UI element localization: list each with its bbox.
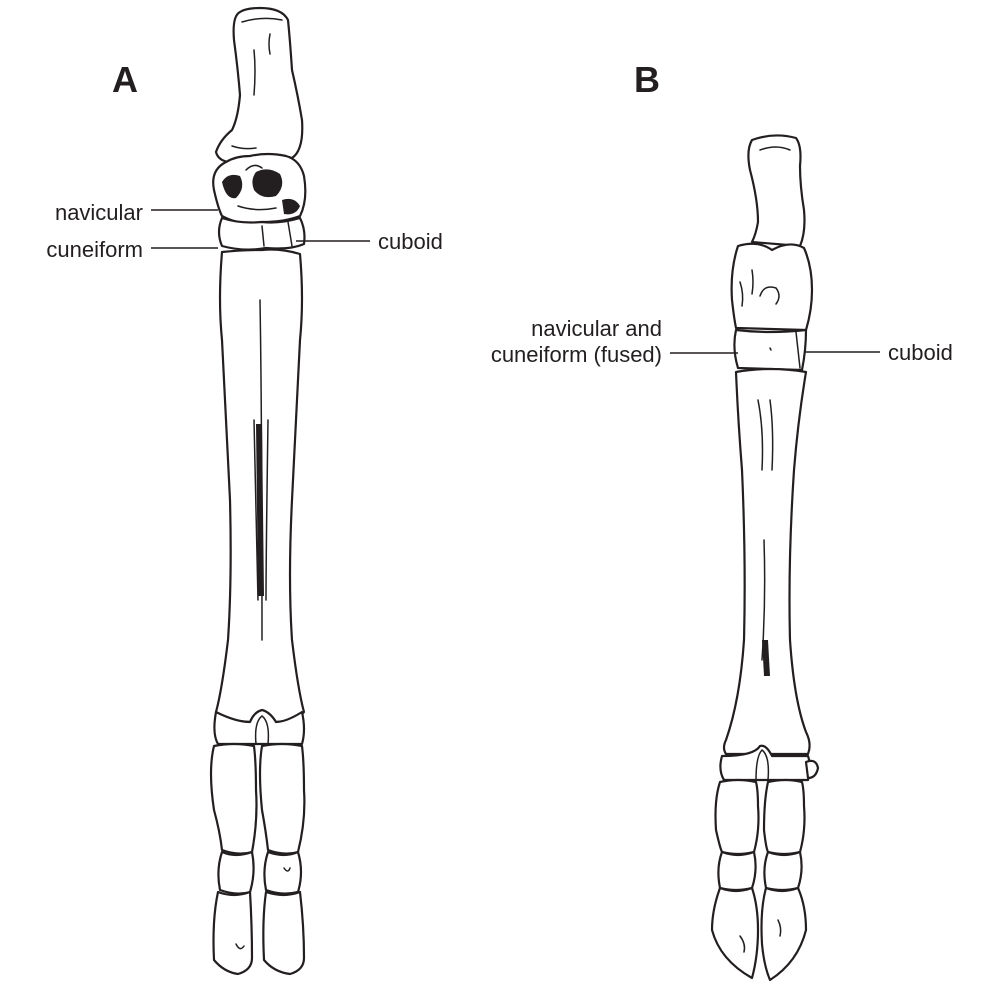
b-calcaneus xyxy=(748,135,804,246)
b-right-phalanx-1 xyxy=(764,780,805,854)
b-label-cuboid: cuboid xyxy=(888,340,953,365)
a-right-phalanx-3 xyxy=(263,892,304,974)
a-label-navicular: navicular xyxy=(55,200,143,225)
panel-a-letter: A xyxy=(112,59,138,100)
panel-a: A xyxy=(46,8,442,974)
a-left-phalanx-1 xyxy=(211,744,257,854)
a-right-phalanx-2 xyxy=(264,852,301,894)
a-left-phalanx-2 xyxy=(218,852,253,894)
a-label-cuboid: cuboid xyxy=(378,229,443,254)
panel-b-skeleton-drawing xyxy=(712,135,818,980)
panel-a-skeleton-drawing xyxy=(211,8,305,974)
b-right-hoof xyxy=(762,888,807,980)
b-left-phalanx-1 xyxy=(716,780,759,854)
b-left-phalanx-2 xyxy=(718,852,755,890)
a-calcaneus xyxy=(216,8,302,162)
panel-b-letter: B xyxy=(634,59,660,100)
b-label-navicular-cuneiform-line2: cuneiform (fused) xyxy=(491,342,662,367)
b-left-hoof xyxy=(712,888,758,978)
a-left-phalanx-3 xyxy=(214,892,253,974)
b-right-phalanx-2 xyxy=(764,852,801,890)
a-label-cuneiform: cuneiform xyxy=(46,237,143,262)
b-dewclaw-nub xyxy=(806,761,818,778)
b-cannon-bone xyxy=(724,369,810,754)
b-label-navicular-cuneiform-line1: navicular and xyxy=(531,316,662,341)
a-right-phalanx-1 xyxy=(260,744,304,854)
panel-b: B xyxy=(491,59,953,980)
